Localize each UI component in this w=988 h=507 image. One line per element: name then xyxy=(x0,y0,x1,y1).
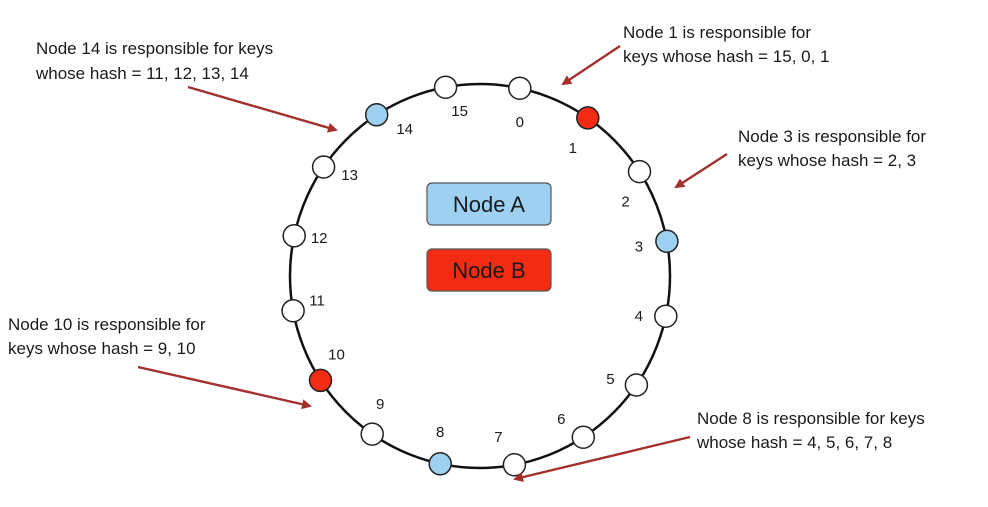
ring-position-5 xyxy=(624,373,649,397)
annotation-node-1-line-1: Node 1 is responsible for xyxy=(623,23,811,42)
annotation-node-3: Node 3 is responsible for keys whose has… xyxy=(674,127,926,189)
annotation-arrow-node-10 xyxy=(137,365,312,410)
ring-position-1 xyxy=(576,106,600,130)
hash-ring xyxy=(288,82,672,470)
ring-position-label-6: 6 xyxy=(557,411,565,428)
ring-position-12 xyxy=(282,224,306,248)
ring-position-7 xyxy=(502,453,527,477)
ring-position-label-0: 0 xyxy=(516,114,524,131)
annotation-node-1-line-2: keys whose hash = 15, 0, 1 xyxy=(623,47,830,66)
annotation-node-3-line-1: Node 3 is responsible for xyxy=(738,127,926,146)
ring-position-0 xyxy=(508,76,532,100)
annotation-node-14-line-2: whose hash = 11, 12, 13, 14 xyxy=(35,64,249,83)
ring-position-label-15: 15 xyxy=(451,103,468,120)
annotation-arrow-node-8 xyxy=(513,435,691,482)
annotation-arrow-node-1 xyxy=(561,45,621,86)
legend-node-a-label: Node A xyxy=(453,192,525,217)
ring-position-label-5: 5 xyxy=(606,371,614,388)
ring-position-15 xyxy=(433,75,458,99)
ring-position-label-2: 2 xyxy=(621,194,629,211)
annotation-node-8-line-2: whose hash = 4, 5, 6, 7, 8 xyxy=(696,433,892,452)
legend-node-a-box xyxy=(426,182,552,226)
annotation-node-10: Node 10 is responsible for keys whose ha… xyxy=(8,315,312,410)
ring-position-8 xyxy=(428,452,452,476)
annotation-arrow-node-14 xyxy=(187,85,338,133)
annotation-node-8-line-1: Node 8 is responsible for keys xyxy=(697,409,925,428)
ring-position-label-4: 4 xyxy=(635,308,643,325)
ring-position-label-11: 11 xyxy=(309,293,325,310)
annotation-node-10-line-1: Node 10 is responsible for xyxy=(8,315,206,334)
ring-position-label-3: 3 xyxy=(635,238,643,255)
annotation-node-10-line-2: keys whose hash = 9, 10 xyxy=(8,339,196,358)
legend: Node A Node B xyxy=(426,182,552,292)
ring-position-label-14: 14 xyxy=(396,121,413,138)
annotation-node-14-line-1: Node 14 is responsible for keys xyxy=(36,39,273,58)
ring-position-2 xyxy=(627,159,652,184)
ring-position-13 xyxy=(311,155,336,179)
ring-position-label-9: 9 xyxy=(376,396,384,413)
legend-node-b-box xyxy=(426,248,552,292)
annotation-arrow-node-3 xyxy=(674,152,728,189)
ring-position-3 xyxy=(655,229,679,254)
ring-position-11 xyxy=(281,298,305,323)
annotation-node-3-line-2: keys whose hash = 2, 3 xyxy=(738,151,916,170)
ring-position-label-1: 1 xyxy=(569,140,577,157)
annotation-node-8: Node 8 is responsible for keys whose has… xyxy=(513,409,925,482)
ring-position-label-13: 13 xyxy=(341,167,358,184)
ring-position-label-10: 10 xyxy=(328,346,345,363)
annotation-node-1: Node 1 is responsible for keys whose has… xyxy=(561,23,830,86)
legend-node-b-label: Node B xyxy=(452,258,525,283)
ring-position-9 xyxy=(360,422,384,446)
ring-position-10 xyxy=(308,368,333,393)
ring-position-6 xyxy=(571,425,596,449)
ring-position-label-8: 8 xyxy=(436,424,444,441)
ring-position-label-7: 7 xyxy=(494,429,502,446)
ring-position-14 xyxy=(364,103,389,127)
annotation-node-14: Node 14 is responsible for keys whose ha… xyxy=(35,39,338,133)
ring-position-4 xyxy=(654,304,678,328)
ring-position-label-12: 12 xyxy=(311,230,328,247)
